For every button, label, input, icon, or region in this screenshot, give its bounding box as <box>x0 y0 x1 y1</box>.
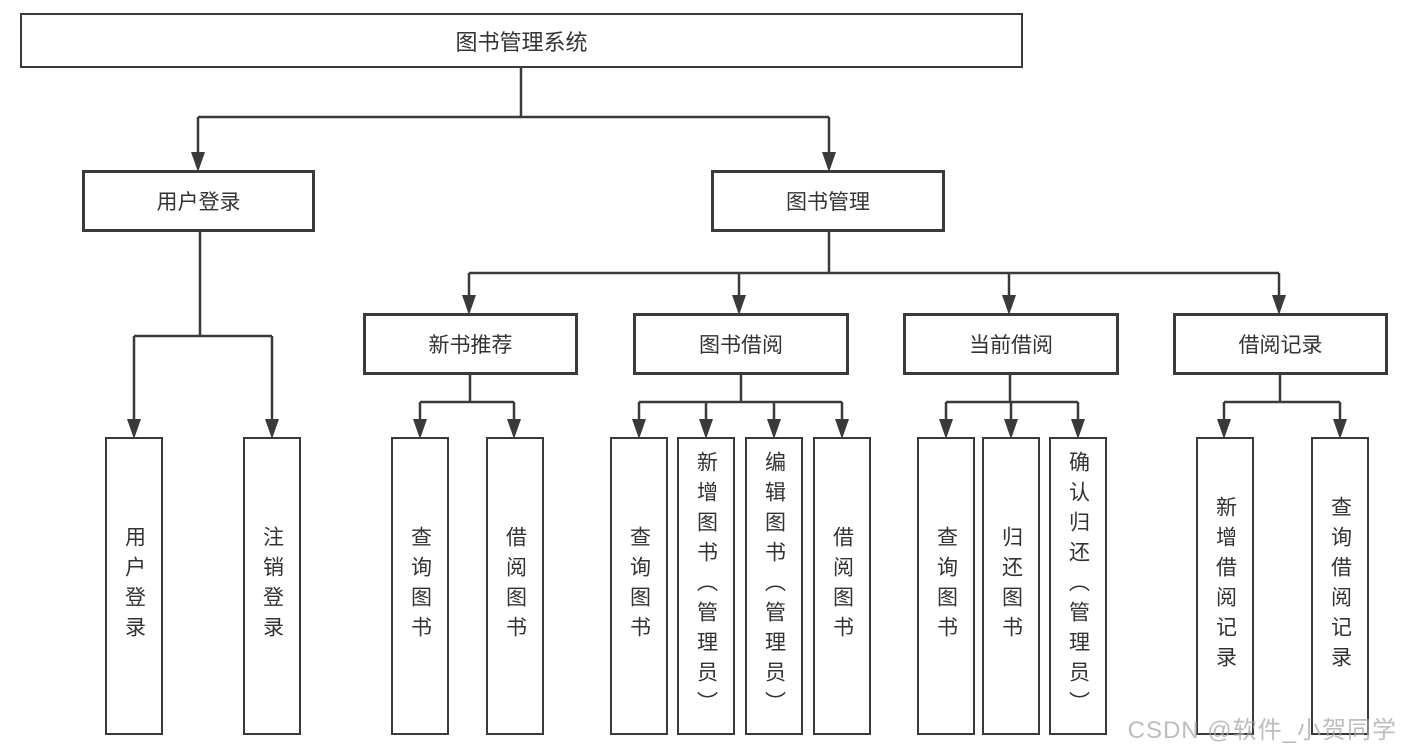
node-label: 图书借阅 <box>699 334 783 357</box>
node-label: 新增借阅记录 <box>1213 496 1237 676</box>
node-label: 图书管理系统 <box>455 29 588 55</box>
node-label: 查询图书 <box>934 526 958 646</box>
node-label: 注销登录 <box>260 526 284 646</box>
node-leaf-user-login: 用户登录 <box>105 437 163 735</box>
node-label: 查询图书 <box>627 526 651 646</box>
node-leaf-return-books: 归还图书 <box>982 437 1040 735</box>
node-label: 确认归还（管理员） <box>1066 451 1090 721</box>
node-label: 借阅记录 <box>1238 334 1323 357</box>
node-leaf-add-books-admin: 新增图书（管理员） <box>677 437 735 735</box>
node-label: 用户登录 <box>156 191 241 214</box>
node-label: 新书推荐 <box>428 334 513 357</box>
node-book-management: 图书管理 <box>711 170 945 232</box>
node-label: 图书管理 <box>786 191 870 214</box>
node-leaf-query-books-1: 查询图书 <box>391 437 449 735</box>
node-current-borrowing: 当前借阅 <box>903 313 1119 375</box>
node-borrowing-records: 借阅记录 <box>1173 313 1388 375</box>
csdn-watermark: CSDN @软件_小贺同学 <box>1127 717 1397 744</box>
node-leaf-query-borrow-record: 查询借阅记录 <box>1311 437 1369 735</box>
node-leaf-confirm-return-admin: 确认归还（管理员） <box>1049 437 1107 735</box>
node-label: 新增图书（管理员） <box>694 451 718 721</box>
node-leaf-logout: 注销登录 <box>243 437 301 735</box>
node-leaf-add-borrow-record: 新增借阅记录 <box>1196 437 1254 735</box>
node-user-login: 用户登录 <box>82 170 315 232</box>
node-leaf-query-books-3: 查询图书 <box>917 437 975 735</box>
node-label: 归还图书 <box>999 526 1023 646</box>
node-book-borrowing: 图书借阅 <box>633 313 849 375</box>
node-leaf-borrow-books-1: 借阅图书 <box>486 437 544 735</box>
node-label: 借阅图书 <box>503 526 527 646</box>
node-leaf-edit-books-admin: 编辑图书（管理员） <box>745 437 803 735</box>
node-leaf-borrow-books-2: 借阅图书 <box>813 437 871 735</box>
node-leaf-query-books-2: 查询图书 <box>610 437 668 735</box>
node-root-library-management-system: 图书管理系统 <box>20 13 1023 68</box>
node-label: 查询图书 <box>408 526 432 646</box>
node-new-book-recommendation: 新书推荐 <box>363 313 578 375</box>
node-label: 借阅图书 <box>830 526 854 646</box>
arrowheads <box>127 152 1347 439</box>
node-label: 编辑图书（管理员） <box>762 451 786 721</box>
node-label: 当前借阅 <box>969 334 1053 357</box>
node-label: 查询借阅记录 <box>1328 496 1352 676</box>
node-label: 用户登录 <box>122 526 146 646</box>
